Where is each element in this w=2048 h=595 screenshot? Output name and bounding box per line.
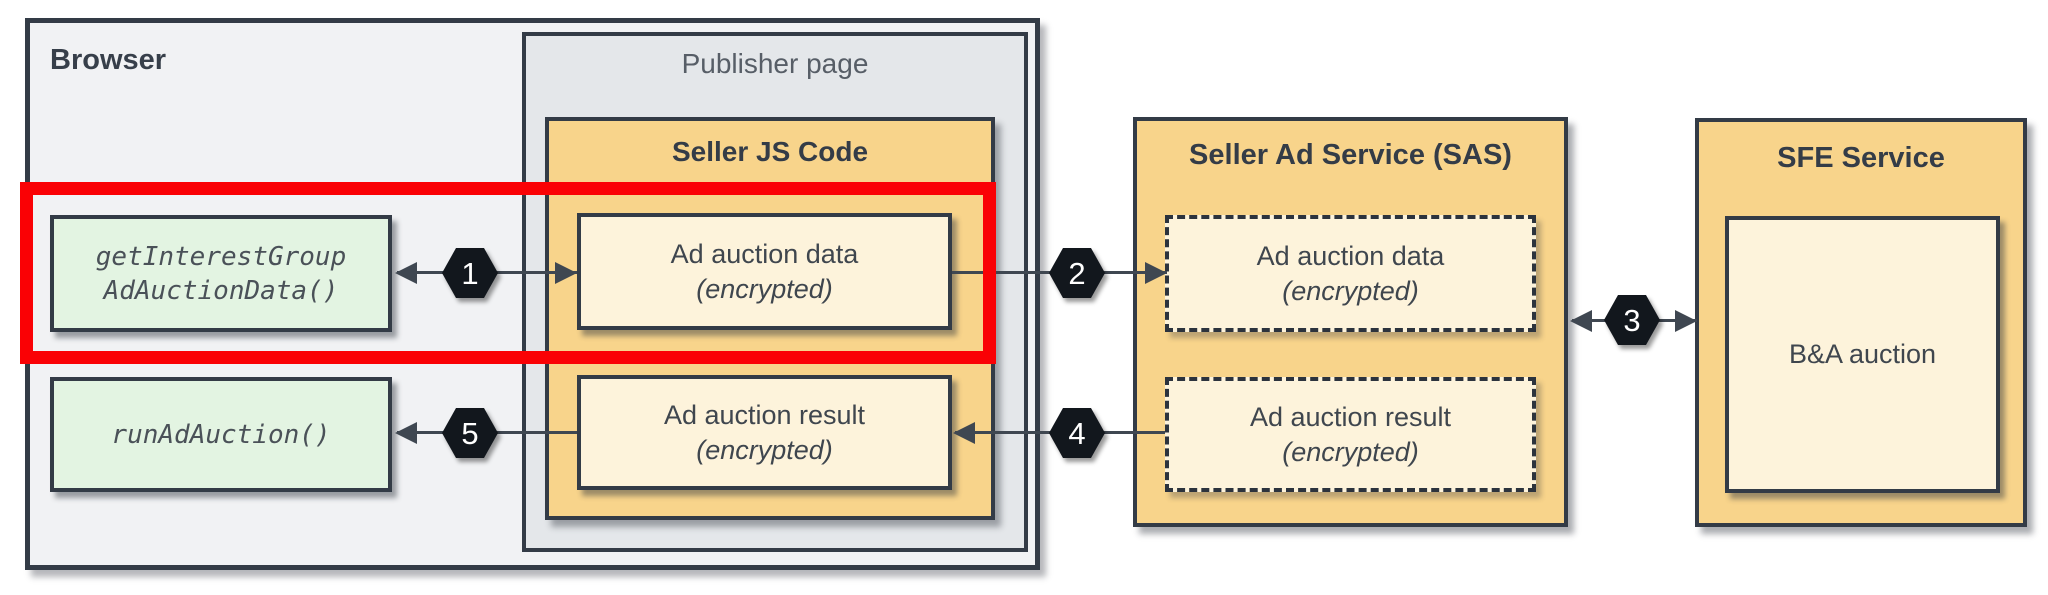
seller-js-ad-auction-data-encrypted-label: (encrypted) — [696, 273, 833, 304]
ba-auction-box: B&A auction — [1725, 216, 2000, 493]
arrowhead-step3-right-icon — [1675, 310, 1697, 332]
run-ad-auction-label: runAdAuction() — [111, 419, 331, 450]
step-2-hexagon-badge: 2 — [1049, 248, 1105, 298]
seller-js-ad-auction-result-encrypted-label: (encrypted) — [696, 434, 833, 465]
step-4-hexagon-badge: 4 — [1049, 408, 1105, 458]
arrowhead-step1-right-icon — [555, 262, 577, 284]
step-1-hexagon-badge: 1 — [442, 248, 498, 298]
seller-js-ad-auction-result-label: Ad auction result — [663, 399, 866, 430]
step-2-number: 2 — [1049, 248, 1105, 298]
step-5-hexagon-badge: 5 — [442, 408, 498, 458]
sas-ad-auction-data-encrypted-label: (encrypted) — [1282, 275, 1419, 306]
arrowhead-step4-left-icon — [953, 422, 975, 444]
sas-ad-auction-result-encrypted-label: (encrypted) — [1282, 436, 1419, 467]
seller-ad-service-title: Seller Ad Service (SAS) — [1189, 139, 1512, 171]
sas-ad-auction-result-box: Ad auction result (encrypted) — [1165, 377, 1536, 492]
step-3-number: 3 — [1604, 295, 1660, 345]
get-interest-group-ad-auction-data-box: getInterestGroup AdAuctionData() — [50, 215, 392, 332]
arrowhead-step2-right-icon — [1145, 262, 1167, 284]
seller-js-ad-auction-data-box: Ad auction data (encrypted) — [577, 213, 952, 330]
seller-js-ad-auction-data-label: Ad auction data — [670, 238, 859, 269]
browser-label: Browser — [50, 44, 167, 76]
arrowhead-step5-left-icon — [395, 422, 417, 444]
sas-ad-auction-data-label: Ad auction data — [1256, 240, 1445, 271]
step-3-hexagon-badge: 3 — [1604, 295, 1660, 345]
sas-ad-auction-data-box: Ad auction data (encrypted) — [1165, 215, 1536, 332]
get-interest-group-label-line1: getInterestGroup — [95, 241, 347, 272]
arrowhead-step1-left-icon — [395, 262, 417, 284]
highlight-red-rectangle — [20, 182, 996, 364]
sas-ad-auction-result-label: Ad auction result — [1249, 401, 1452, 432]
ba-auction-label: B&A auction — [1788, 339, 1937, 369]
get-interest-group-label-line2: AdAuctionData() — [103, 275, 339, 306]
publisher-page-label: Publisher page — [681, 48, 869, 79]
arrowhead-step3-left-icon — [1570, 310, 1592, 332]
run-ad-auction-box: runAdAuction() — [50, 377, 392, 492]
seller-js-code-title: Seller JS Code — [671, 136, 869, 167]
step-5-number: 5 — [442, 408, 498, 458]
step-1-number: 1 — [442, 248, 498, 298]
sfe-service-title: SFE Service — [1777, 142, 1945, 174]
seller-js-ad-auction-result-box: Ad auction result (encrypted) — [577, 375, 952, 490]
step-4-number: 4 — [1049, 408, 1105, 458]
